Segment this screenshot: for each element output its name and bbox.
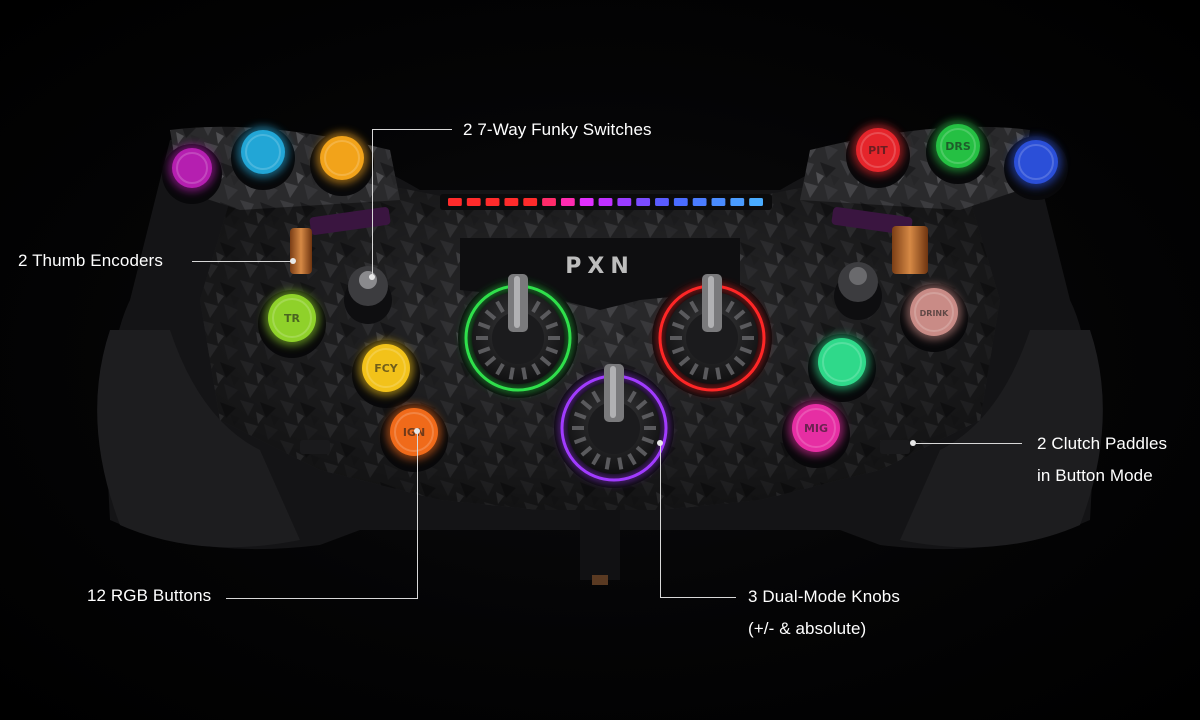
- dual-mode-knob-right[interactable]: [652, 274, 772, 398]
- knobs-leader-h: [660, 597, 736, 598]
- rev-led: [730, 198, 745, 206]
- rev-led-bar: [440, 194, 772, 210]
- clutch-leader-dot: [910, 440, 916, 446]
- funky-switch-leader-h: [372, 129, 452, 130]
- funky-switch-right[interactable]: [834, 262, 882, 320]
- rev-led: [636, 198, 651, 206]
- dual-mode-knob-left[interactable]: [458, 274, 578, 398]
- pxn-logo: PXN: [565, 254, 635, 279]
- rev-led: [598, 198, 613, 206]
- rev-led: [542, 198, 556, 206]
- rev-led: [579, 198, 594, 206]
- thumb-encoder-right[interactable]: [831, 207, 928, 274]
- button-label-pit: PIT: [868, 144, 888, 157]
- clutch-paddle-left[interactable]: [300, 440, 330, 454]
- button-label-drs: DRS: [945, 140, 971, 153]
- rgb-button-ign[interactable]: IGN: [380, 404, 448, 472]
- rgb-button-top-left-1[interactable]: [162, 144, 222, 204]
- rgb-button-fcy[interactable]: FCY: [352, 340, 420, 408]
- rev-led: [655, 198, 669, 206]
- rgb-button-lights[interactable]: [808, 334, 876, 402]
- funky-switch-left[interactable]: [344, 266, 392, 324]
- clutch-paddle-right[interactable]: [880, 440, 910, 454]
- funky-switch-leader-v: [372, 129, 373, 277]
- button-label-tr: TR: [284, 312, 301, 325]
- dual-mode-knob-bottom[interactable]: [554, 364, 674, 488]
- rev-led: [692, 198, 707, 206]
- rgb-buttons-leader-h: [226, 598, 418, 599]
- rev-led: [673, 198, 688, 206]
- rgb-buttons-leader-dot: [414, 428, 420, 434]
- button-label-mig: MIG: [804, 422, 828, 435]
- rgb-button-top-left-3[interactable]: [310, 132, 374, 196]
- rgb-button-mig[interactable]: MIG: [782, 400, 850, 468]
- button-label-drink: DRINK: [920, 309, 949, 318]
- thumb-encoder-leader: [192, 261, 292, 262]
- funky-switch-leader-dot: [369, 274, 375, 280]
- rgb-button-drink[interactable]: DRINK: [900, 284, 968, 352]
- callout-thumb-encoders: 2 Thumb Encoders: [18, 251, 163, 270]
- callout-knobs-line1: 3 Dual-Mode Knobs: [748, 587, 900, 606]
- rev-led: [523, 198, 538, 206]
- thumb-encoder-leader-dot: [290, 258, 296, 264]
- rgb-button-tr[interactable]: TR: [258, 290, 326, 358]
- callout-clutch-line1: 2 Clutch Paddles: [1037, 434, 1168, 453]
- callout-clutch-line2: in Button Mode: [1037, 466, 1153, 485]
- rgb-button-top-left-2[interactable]: [231, 126, 295, 190]
- knobs-leader-v: [660, 443, 661, 598]
- rev-led: [504, 198, 519, 206]
- callout-rgb-buttons: 12 RGB Buttons: [87, 586, 212, 605]
- rev-led: [560, 198, 575, 206]
- rev-led: [749, 198, 763, 206]
- rev-led: [617, 198, 632, 206]
- clutch-leader: [916, 443, 1022, 444]
- rev-led: [711, 198, 726, 206]
- rev-led: [485, 198, 500, 206]
- rgb-button-drs[interactable]: DRS: [926, 120, 990, 184]
- button-label-fcy: FCY: [374, 362, 399, 375]
- rgb-buttons-leader-v: [417, 432, 418, 599]
- knobs-leader-dot: [657, 440, 663, 446]
- callout-knobs-line2: (+/- & absolute): [748, 619, 867, 638]
- callout-funky-switches: 2 7-Way Funky Switches: [463, 120, 652, 139]
- rgb-button-top-right-3[interactable]: [1004, 136, 1068, 200]
- rev-led: [466, 198, 481, 206]
- rgb-button-pit[interactable]: PIT: [846, 124, 910, 188]
- rev-led: [448, 198, 462, 206]
